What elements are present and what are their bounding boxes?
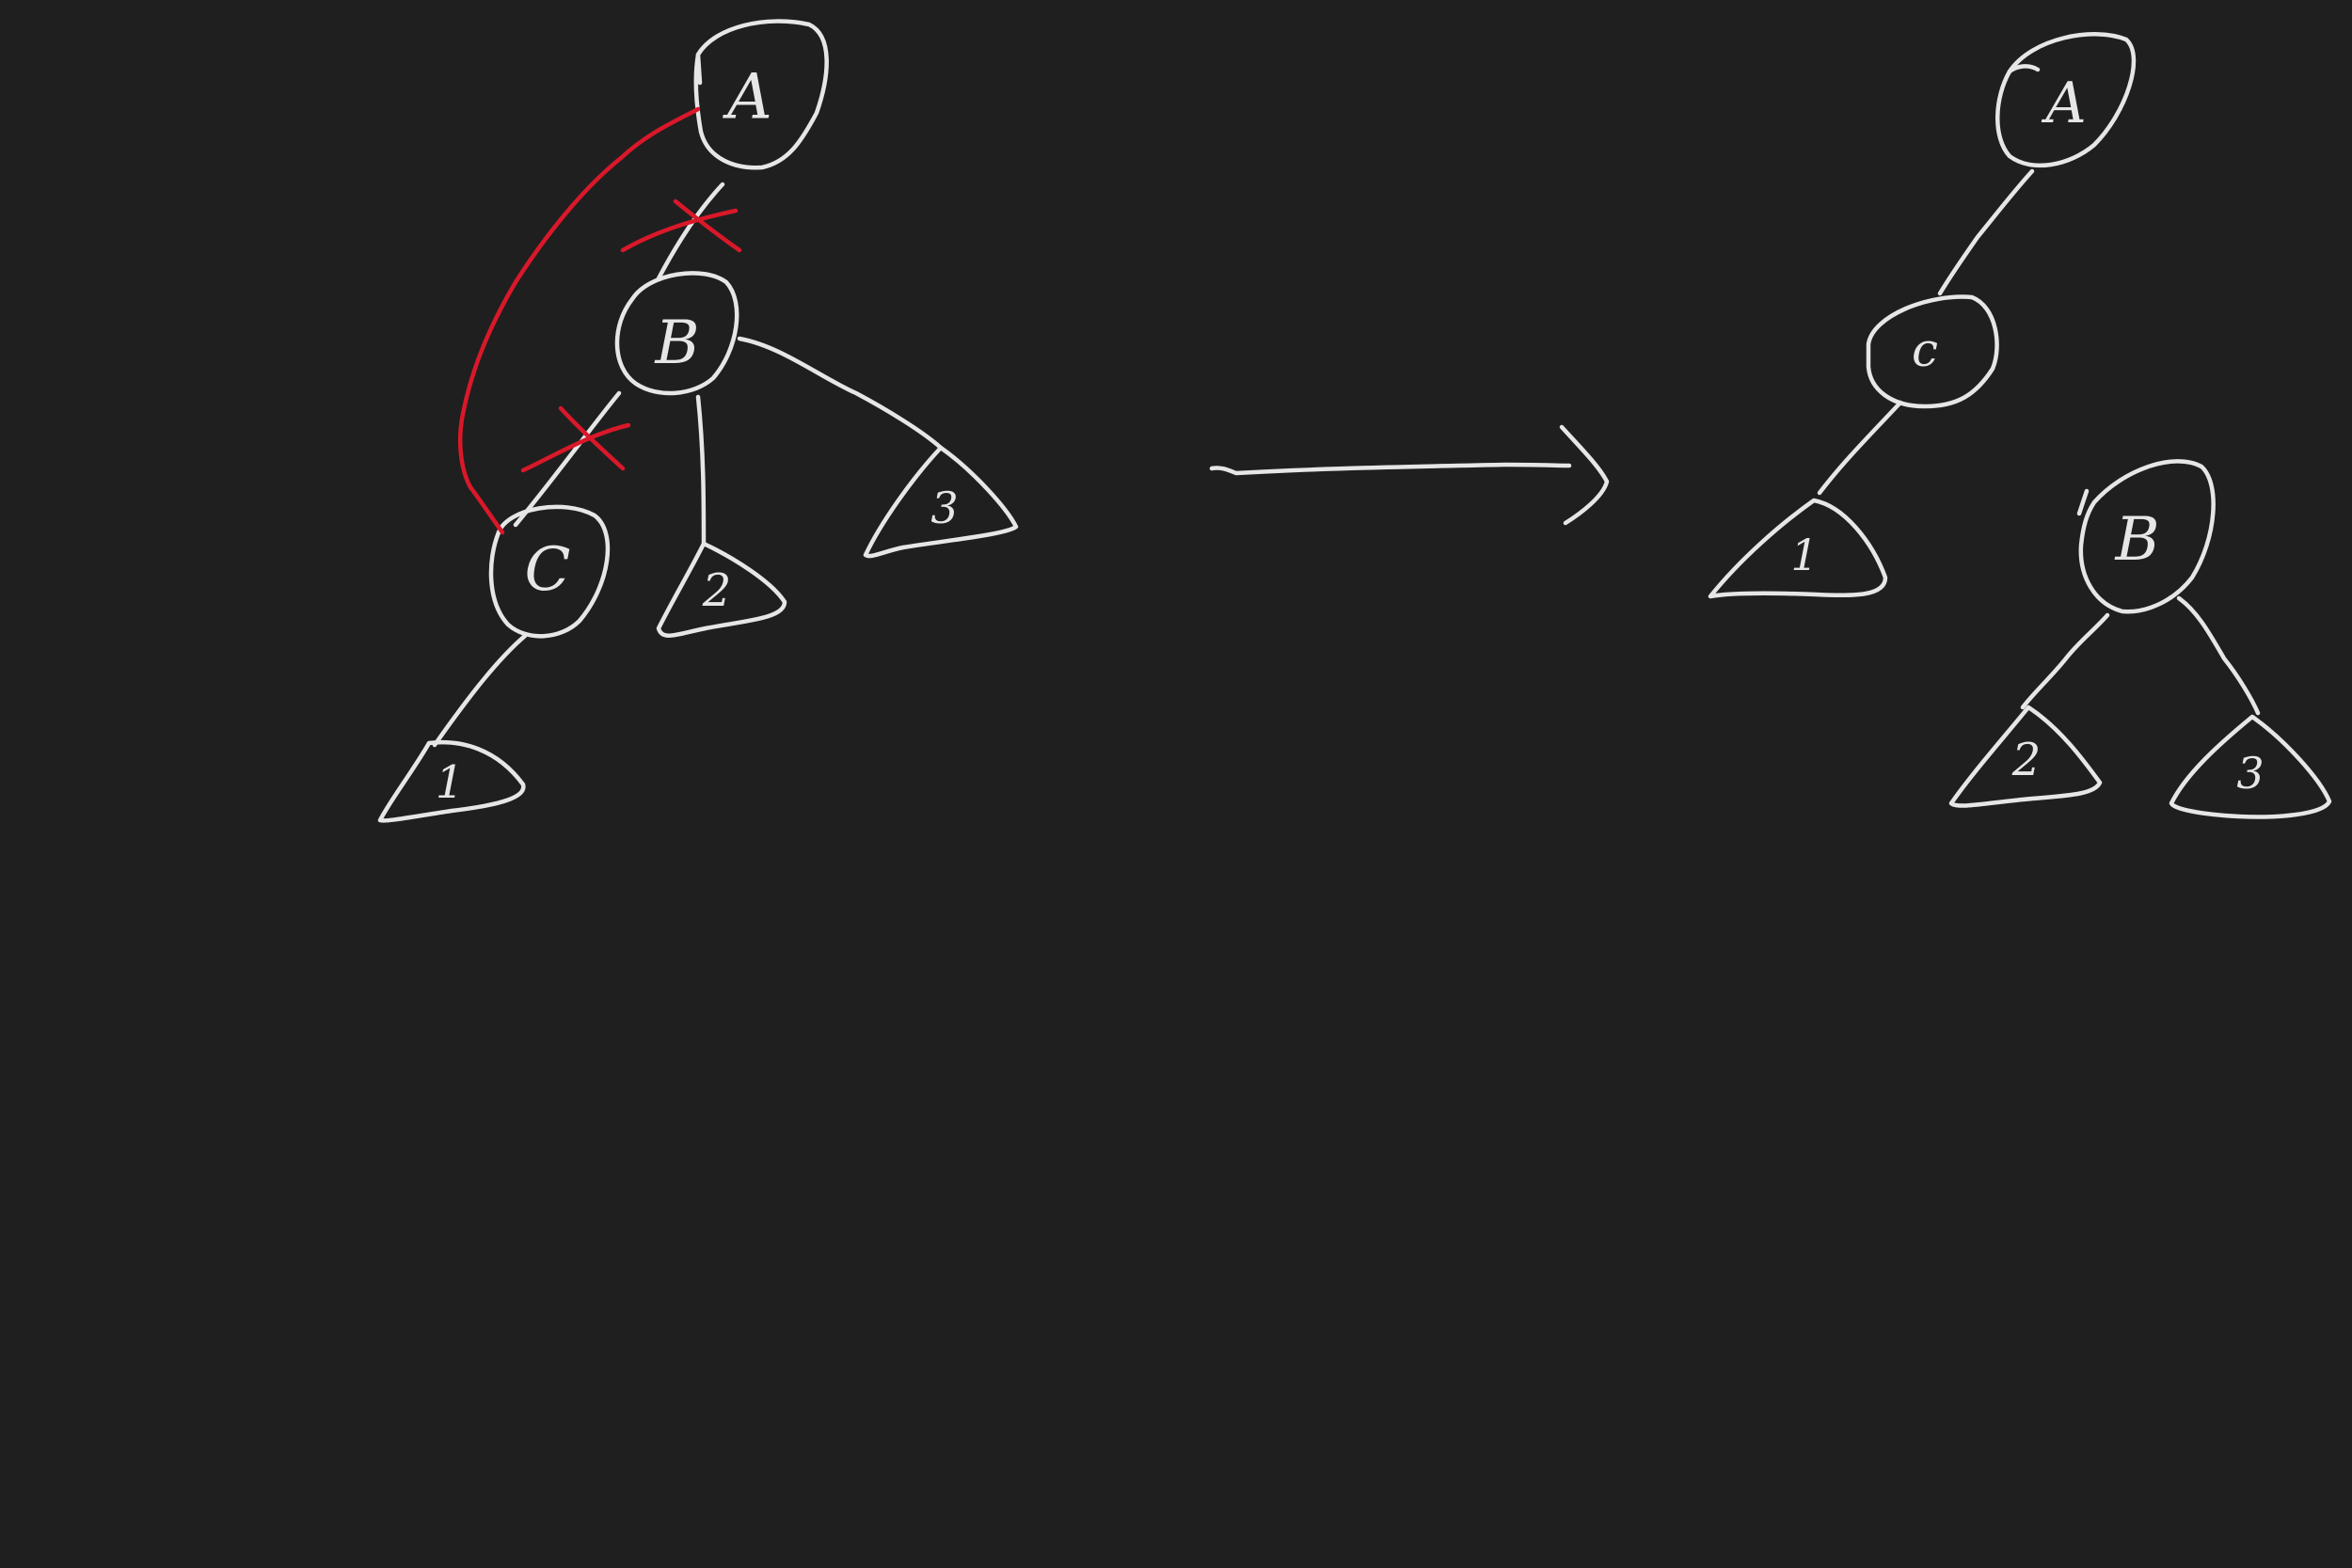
before-subtree-1: 1 bbox=[377, 740, 526, 823]
before-subtree-3-label: 3 bbox=[930, 483, 958, 533]
new-link-a-to-c bbox=[457, 106, 701, 535]
before-edge-b-two bbox=[695, 394, 707, 546]
before-edge-a-b bbox=[656, 182, 725, 281]
before-node-c: C bbox=[488, 504, 611, 639]
after-subtree-1: 1 bbox=[1708, 498, 1888, 599]
after-subtree-3-label: 3 bbox=[2236, 748, 2264, 799]
before-tree: A B C 1 2 3 bbox=[377, 19, 1019, 823]
after-node-b: B bbox=[2076, 459, 2216, 614]
before-node-b: B bbox=[614, 271, 739, 396]
transformation-arrow bbox=[1209, 424, 1610, 526]
before-subtree-3: 3 bbox=[863, 445, 1019, 559]
before-node-a-label: A bbox=[722, 61, 772, 134]
cut-mark-a-b bbox=[620, 198, 742, 253]
after-node-a-label: A bbox=[2041, 71, 2086, 136]
after-edge-c-one bbox=[1817, 400, 1903, 496]
after-node-c-label: c bbox=[1912, 323, 1938, 377]
after-node-c: c bbox=[1866, 294, 1999, 409]
before-edge-b-c bbox=[513, 390, 622, 528]
after-subtree-2-label: 2 bbox=[2011, 734, 2042, 786]
before-edge-c-one bbox=[432, 633, 528, 748]
before-subtree-2: 2 bbox=[656, 541, 787, 638]
before-subtree-1-label: 1 bbox=[436, 756, 465, 809]
before-node-b-label: B bbox=[654, 309, 699, 378]
after-edge-b-three bbox=[2176, 595, 2261, 716]
before-node-c-label: C bbox=[525, 535, 571, 605]
before-node-a: A bbox=[693, 19, 829, 170]
after-edge-a-c bbox=[1937, 168, 2035, 296]
before-edge-b-three bbox=[737, 336, 944, 451]
after-subtree-1-label: 1 bbox=[1790, 530, 1818, 580]
after-node-a: A bbox=[1995, 32, 2137, 168]
after-subtree-3: 3 bbox=[2169, 714, 2332, 819]
before-subtree-2-label: 2 bbox=[702, 564, 732, 617]
after-tree: A c 1 B 2 bbox=[1708, 32, 2332, 819]
after-node-b-label: B bbox=[2114, 505, 2159, 575]
after-edge-b-two bbox=[2020, 612, 2110, 710]
cut-mark-b-c bbox=[520, 405, 631, 473]
after-subtree-2: 2 bbox=[1948, 705, 2103, 808]
